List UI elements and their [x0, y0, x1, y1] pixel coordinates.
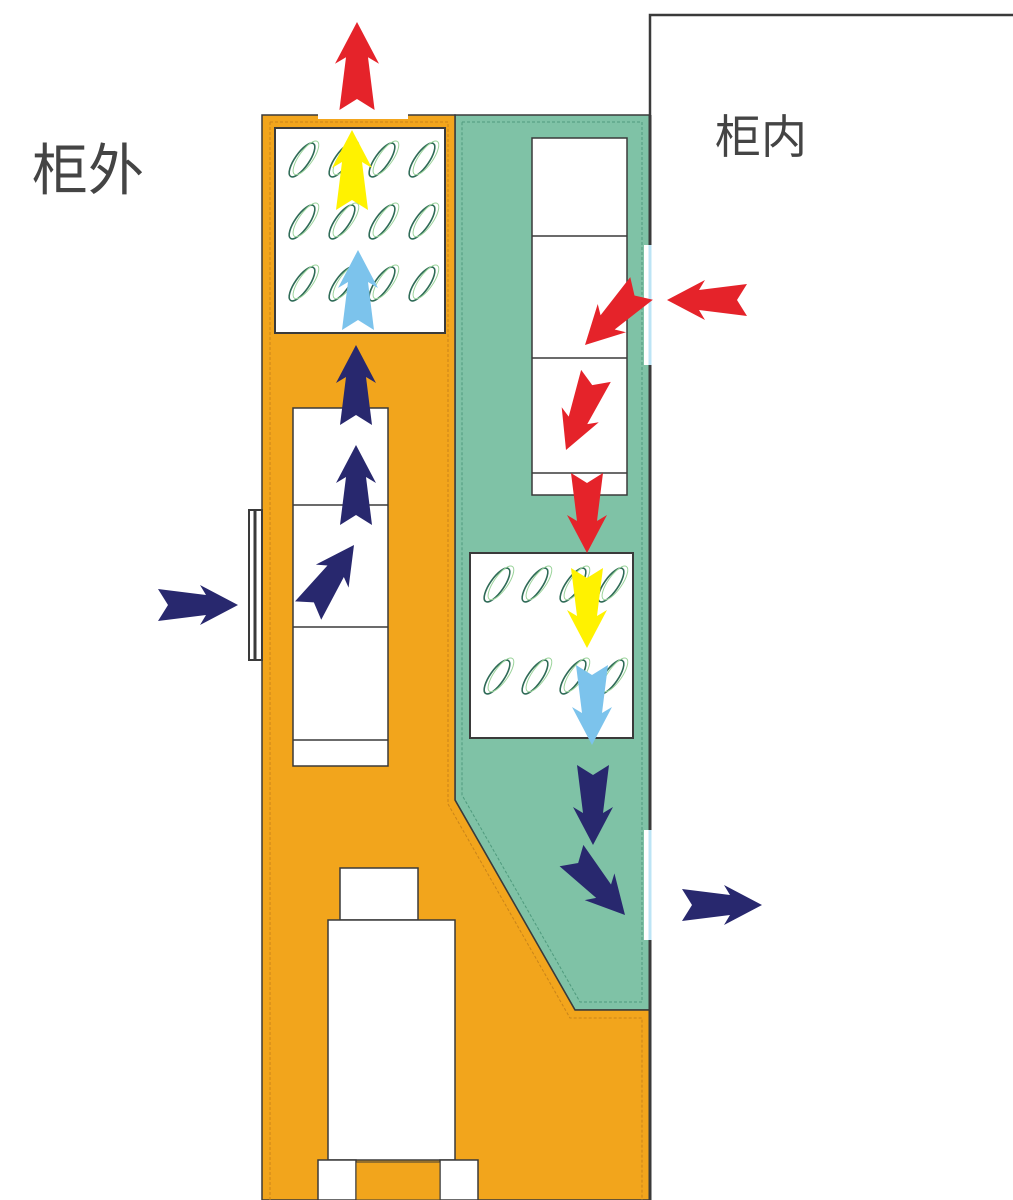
fan-diag-arrow-icon: [295, 545, 354, 620]
fan-up-arrow-1-icon: [336, 345, 376, 425]
fan-up-arrow-2-icon: [336, 445, 376, 525]
coil-blue-arrow-icon: [572, 665, 612, 745]
fan-red-down-arrow-icon: [561, 369, 611, 450]
cabinet-wall-line: [648, 13, 1013, 115]
exhaust-arrow-icon: [335, 22, 379, 110]
top-vent-opening: [318, 110, 408, 119]
coil-warm-arrow-icon: [332, 130, 372, 210]
outside-label: 柜外: [32, 139, 144, 204]
coil-yellow-arrow-icon: [567, 568, 607, 648]
airflow-arrows: [158, 22, 762, 925]
green-chamber-inner-line: [461, 121, 643, 1003]
outer-fan-unit: [292, 407, 389, 767]
outlet-down-arrow-icon: [573, 765, 613, 845]
red-down-arrow-icon: [567, 473, 607, 553]
fan-red-diag-arrow-icon: [585, 277, 653, 345]
supply-air-arrow-icon: [682, 885, 762, 925]
return-air-arrow-icon: [667, 280, 747, 320]
intake-arrow-icon: [158, 585, 238, 625]
compressor-icon: [317, 867, 479, 1200]
inside-label: 柜内: [715, 110, 807, 164]
outlet-diag-arrow-icon: [559, 844, 625, 915]
coil-cool-arrow-icon: [338, 250, 378, 330]
